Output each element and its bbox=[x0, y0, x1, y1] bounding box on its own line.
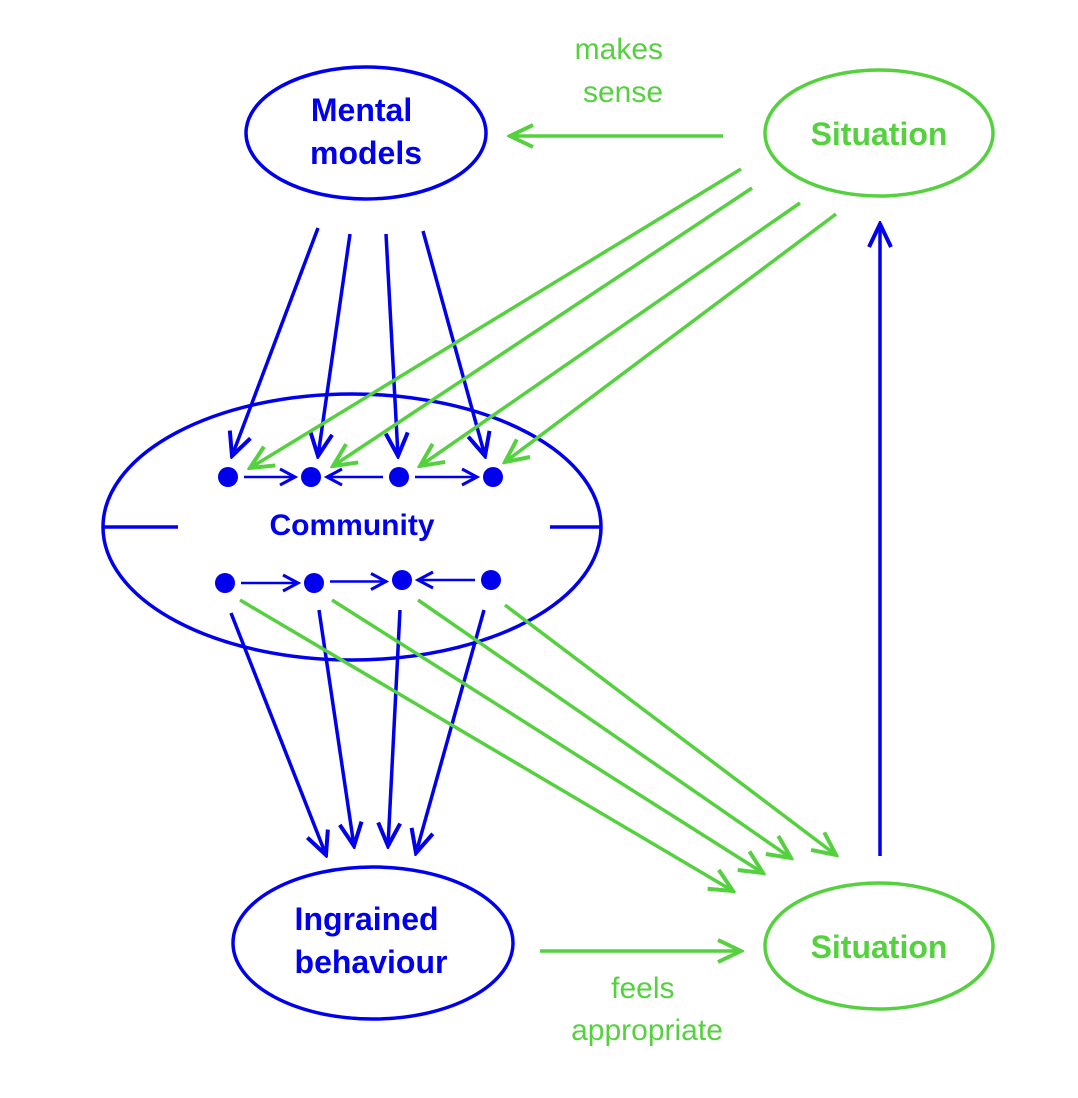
node-label: Situation bbox=[811, 929, 948, 965]
node-label-line: Mental bbox=[311, 92, 412, 128]
node-mental-models: Mental models bbox=[244, 65, 488, 201]
node-label: Situation bbox=[811, 116, 948, 152]
arrow-situation-to-community bbox=[250, 167, 742, 468]
node-label-line: behaviour bbox=[295, 944, 448, 980]
arrow-community-to-behaviour bbox=[317, 609, 354, 846]
community-member-dot bbox=[392, 570, 412, 590]
node-situation-top: Situation bbox=[763, 68, 995, 198]
community-member-dot bbox=[304, 573, 324, 593]
node-label-line: Ingrained bbox=[295, 901, 439, 937]
node-ingrained-behaviour: Ingrained behaviour bbox=[231, 865, 515, 1021]
arrow-community-to-behaviour bbox=[416, 609, 486, 853]
arrow-community-to-situation bbox=[503, 603, 836, 855]
arrow-community-to-situation bbox=[331, 598, 763, 873]
arrow-situation-to-community bbox=[420, 201, 801, 466]
svg-text:Ingrained behaviour: Ingrained behaviour bbox=[295, 901, 448, 980]
node-label: Community bbox=[270, 509, 435, 542]
node-label-line: models bbox=[310, 135, 422, 171]
arrow-community-to-behaviour bbox=[229, 612, 326, 855]
edge-label-makes-sense: makes sense bbox=[575, 33, 672, 109]
community-member-dot bbox=[481, 570, 501, 590]
community-member-dot bbox=[218, 467, 238, 487]
node-community: Community bbox=[101, 392, 603, 662]
arrow-community-to-situation bbox=[239, 598, 733, 891]
arrow-situation-to-community bbox=[333, 186, 753, 466]
community-member-dot bbox=[389, 467, 409, 487]
arrow-mental-models-to-community bbox=[318, 233, 352, 456]
community-member-dot bbox=[215, 573, 235, 593]
arrow-situation-to-community bbox=[505, 212, 838, 462]
community-member-dot bbox=[301, 467, 321, 487]
arrow-mental-models-to-community bbox=[232, 227, 320, 456]
node-situation-bottom: Situation bbox=[763, 881, 995, 1011]
svg-text:Mental models: Mental models bbox=[310, 92, 422, 171]
edge-label-feels-appropriate: feels appropriate bbox=[571, 972, 723, 1047]
community-member-dot bbox=[483, 467, 503, 487]
arrow-mental-models-to-community bbox=[386, 233, 398, 456]
arrow-community-to-behaviour bbox=[388, 609, 400, 846]
arrow-community-to-situation bbox=[417, 598, 791, 858]
